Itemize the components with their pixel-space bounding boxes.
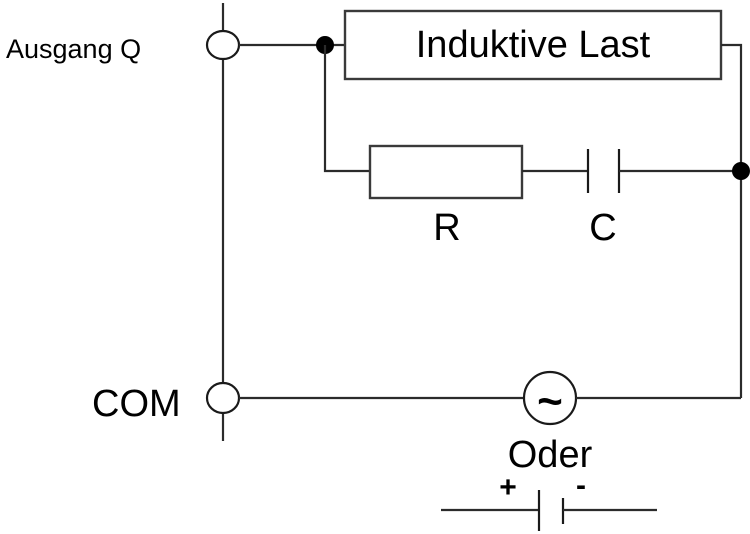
- resistor-label: R: [433, 207, 460, 249]
- dc-minus-label: -: [576, 469, 586, 502]
- ac-symbol: ~: [537, 377, 563, 426]
- com-terminal-label: COM: [92, 383, 181, 425]
- right-rail: [721, 43, 743, 398]
- output-terminal-label: Ausgang Q: [6, 34, 141, 64]
- inductive-load-box: [343, 9, 723, 81]
- resistor-icon: [368, 144, 524, 200]
- dc-battery-icon: [537, 490, 565, 531]
- com-terminal-icon: [205, 381, 241, 415]
- junction-dot-right: [732, 162, 750, 180]
- or-label: Oder: [508, 434, 593, 476]
- capacitor-label: C: [589, 207, 616, 249]
- output-terminal-icon: [205, 29, 241, 61]
- inductive-load-label: Induktive Last: [416, 24, 651, 66]
- snubber-left-wire: [323, 45, 370, 173]
- capacitor-icon: [586, 149, 621, 193]
- dc-plus-label: +: [499, 471, 517, 504]
